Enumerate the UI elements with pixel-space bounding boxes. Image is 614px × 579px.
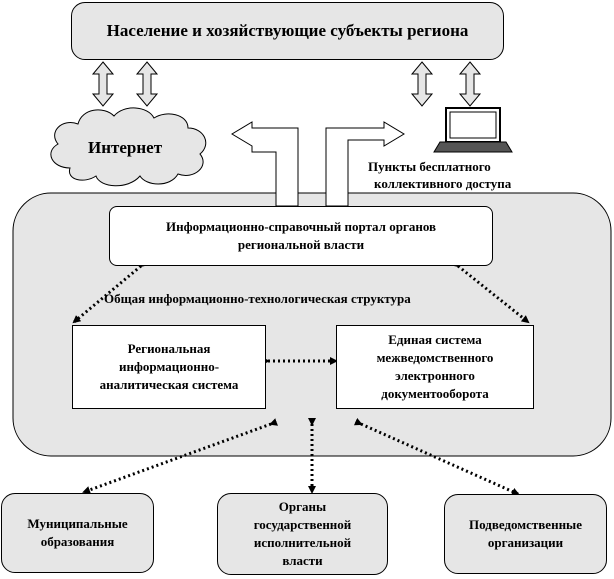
population-internet-arrows — [91, 61, 159, 107]
doc-system-box: Единая система межведомственного электро… — [336, 325, 534, 409]
executive-box-line: государственной — [253, 517, 352, 532]
analytics-box-line: информационно- — [118, 359, 220, 374]
structure-subordinate-connector — [353, 417, 520, 496]
municipal-box-line: Муниципальные — [27, 516, 128, 531]
executive-box-line: исполнительной — [253, 535, 352, 550]
executive-box: Органы государственной исполнительной вл… — [217, 493, 388, 575]
portal-laptop-arrow — [325, 121, 405, 207]
doc-system-box-line: электронного — [395, 368, 475, 383]
portal-box-line: Информационно-справочный портал органов — [165, 219, 437, 234]
portal-internet-arrow — [231, 121, 299, 207]
executive-box-line: Органы — [278, 499, 327, 514]
municipal-box: Муниципальные образования — [1, 493, 154, 573]
subordinate-box: Подведомственные организации — [444, 494, 607, 574]
common-structure-label: Общая информационно-технологическая стру… — [104, 291, 411, 306]
subordinate-box-line: организации — [487, 535, 564, 550]
municipal-box-line: образования — [40, 534, 115, 549]
population-box: Население и хозяйствующие субъекты регио… — [71, 2, 504, 60]
analytics-box-line: Региональная — [127, 341, 211, 356]
doc-system-box-line: документооборота — [381, 386, 489, 401]
population-box-label: Население и хозяйствующие субъекты регио… — [106, 21, 469, 40]
portal-box: Информационно-справочный портал органов … — [109, 206, 493, 266]
portal-box-line: региональной власти — [237, 237, 365, 252]
subordinate-box-line: Подведомственные — [469, 517, 582, 532]
free-access-label-line: коллективного доступа — [374, 176, 512, 191]
population-laptop-arrows — [410, 61, 482, 107]
free-access-label-line: Пункты бесплатного — [368, 159, 491, 174]
analytics-box-line: аналитическая система — [99, 377, 239, 392]
structure-municipal-connector — [82, 418, 279, 494]
analytics-box: Региональная информационно- аналитическа… — [72, 325, 266, 409]
free-access-label: Пункты бесплатного коллективного доступа — [368, 158, 511, 192]
doc-system-box-line: межведомственного — [376, 350, 494, 365]
internet-label: Интернет — [88, 138, 163, 157]
doc-system-box-line: Единая система — [388, 332, 482, 347]
internet-cloud-icon — [50, 107, 207, 187]
executive-box-line: власти — [282, 553, 323, 568]
laptop-icon — [433, 107, 513, 153]
